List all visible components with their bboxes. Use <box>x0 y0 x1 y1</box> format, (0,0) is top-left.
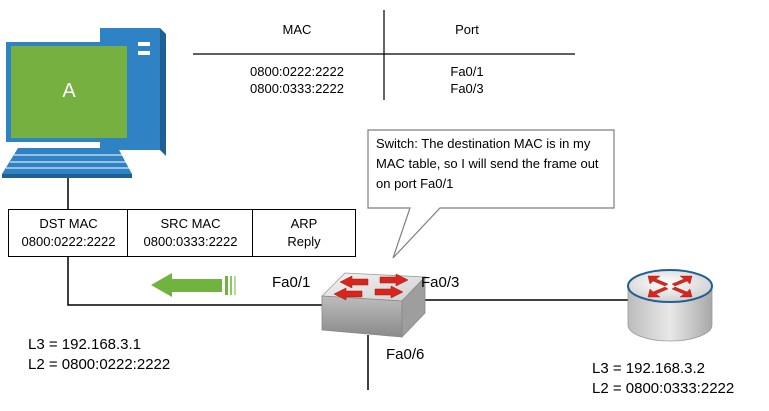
host-a-l3-address: L3 = 192.168.3.1 <box>28 336 142 353</box>
frame-type-header: ARP <box>290 216 318 231</box>
arrow-left-icon <box>151 273 236 297</box>
callout-text: Switch: The destination MAC is in my MAC… <box>376 136 599 191</box>
mac-table-header-port: Port <box>455 22 479 37</box>
frame-src-mac-cell: SRC MAC 0800:0333:2222 <box>127 209 254 257</box>
pc-a-icon <box>2 28 166 178</box>
frame-type-cell: ARP Reply <box>252 209 356 257</box>
mac-table-row-1-mac: 0800:0222:2222 <box>250 64 344 79</box>
router-l3-address: L3 = 192.168.3.2 <box>592 360 706 377</box>
speech-callout <box>367 129 615 259</box>
router-icon <box>627 269 713 342</box>
port-label-fa0-1: Fa0/1 <box>272 274 311 291</box>
frame-dst-mac-cell: DST MAC 0800:0222:2222 <box>8 209 129 257</box>
mac-table-row-2-mac: 0800:0333:2222 <box>250 81 344 96</box>
mac-table-header-mac: MAC <box>282 22 312 37</box>
port-label-fa0-6: Fa0/6 <box>386 346 425 363</box>
frame-dst-header: DST MAC <box>39 216 98 231</box>
switch-icon <box>321 272 426 338</box>
host-a-l2-address: L2 = 0800:0222:2222 <box>28 356 171 373</box>
port-label-fa0-3: Fa0/3 <box>421 274 460 291</box>
mac-table-row-2-port: Fa0/3 <box>450 81 484 96</box>
frame-src-value: 0800:0333:2222 <box>143 234 238 249</box>
router-l2-address: L2 = 0800:0333:2222 <box>592 380 735 397</box>
mac-table-row-1-port: Fa0/1 <box>450 64 484 79</box>
host-a-label: A <box>62 80 76 102</box>
frame-dst-value: 0800:0222:2222 <box>21 234 116 249</box>
frame-type-value: Reply <box>287 234 321 249</box>
frame-src-header: SRC MAC <box>160 216 221 231</box>
